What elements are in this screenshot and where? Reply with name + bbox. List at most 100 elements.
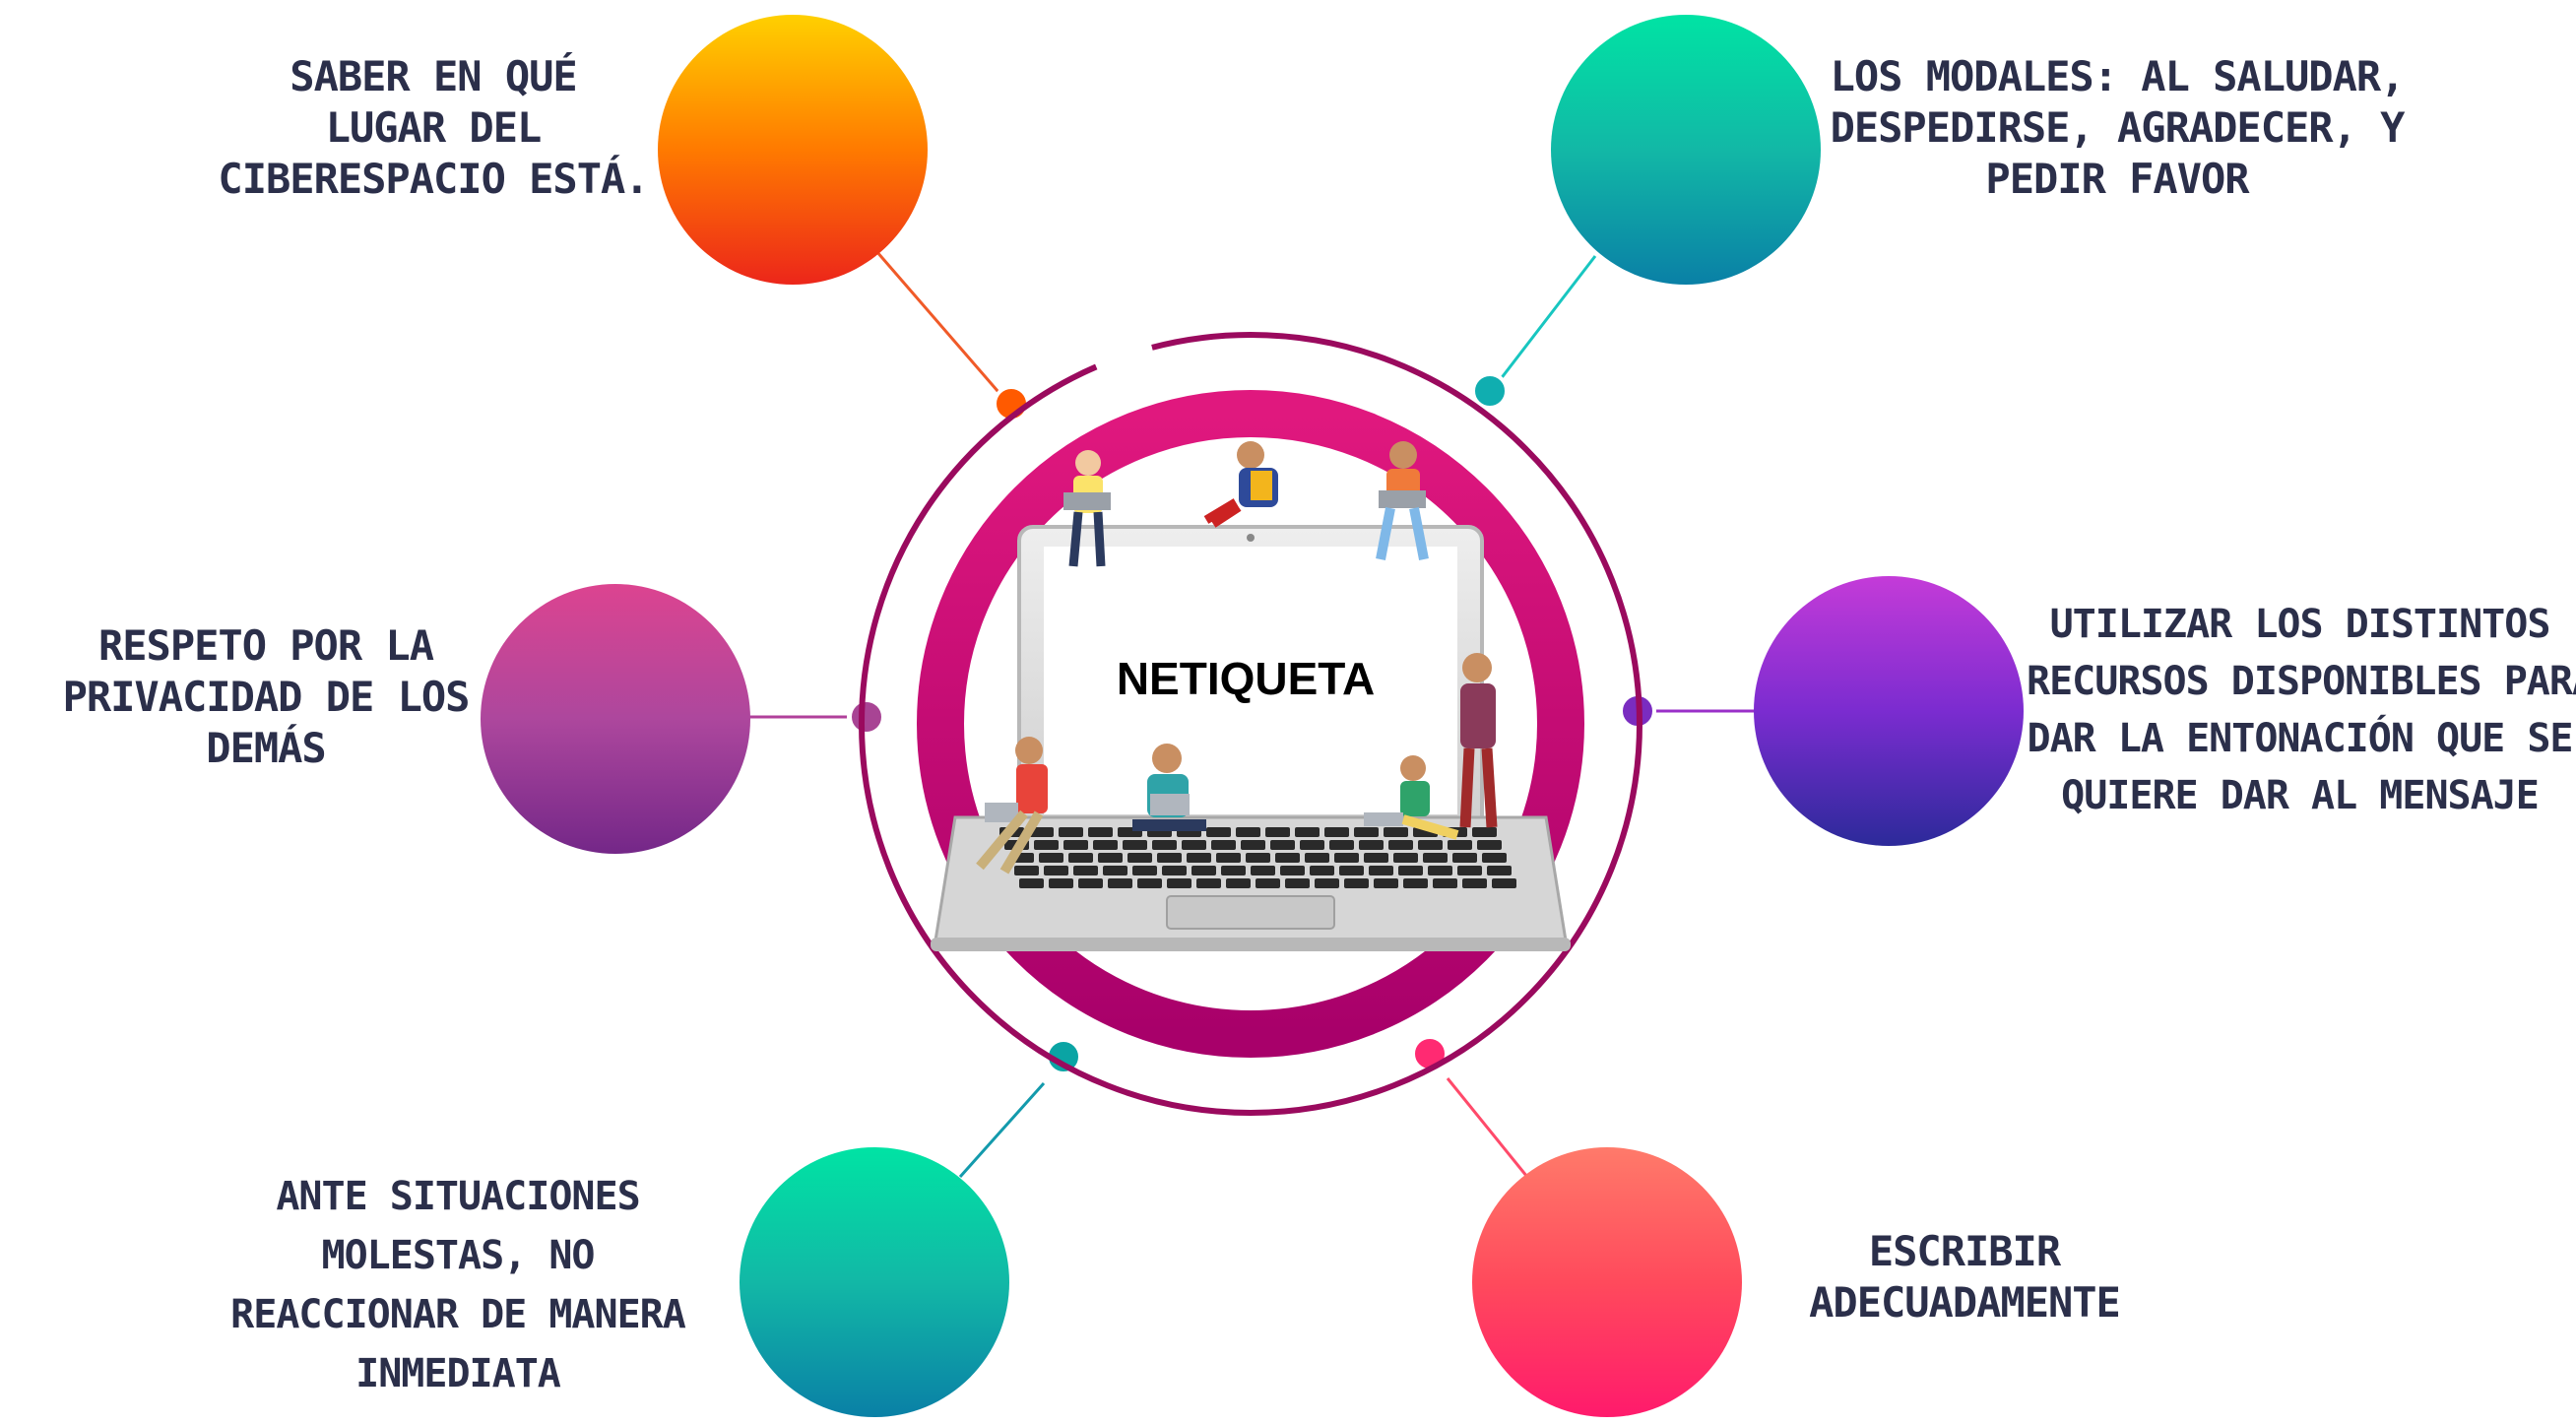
keyboard-key [1315, 878, 1339, 888]
keyboard-key [1162, 866, 1187, 875]
center-rings [859, 332, 1642, 1116]
keyboard-key [1196, 878, 1221, 888]
keyboard-key [1433, 878, 1457, 888]
keyboard-key [1049, 878, 1073, 888]
person-figure [1132, 744, 1206, 831]
keyboard-key [1364, 853, 1388, 863]
keyboard-key [1305, 853, 1329, 863]
keyboard-key [1388, 840, 1413, 850]
keyboard-key [1236, 827, 1260, 837]
keyboard-key [1295, 827, 1320, 837]
person-figure [1203, 441, 1278, 528]
keyboard-key [1324, 827, 1349, 837]
person-figure [1459, 653, 1498, 828]
keyboard-key [1088, 827, 1113, 837]
keyboard-key [1448, 840, 1472, 850]
connector-dot [1471, 372, 1509, 410]
keyboard-key [1285, 878, 1310, 888]
keyboard-key [1132, 866, 1157, 875]
keyboard-key [1457, 866, 1482, 875]
keyboard-key [1251, 866, 1275, 875]
people-illustration [976, 441, 1498, 874]
item-bottom-left [251, 1038, 1082, 1418]
keyboard-key [1492, 878, 1516, 888]
keyboard [999, 827, 1516, 888]
keyboard-key [1423, 853, 1448, 863]
keyboard-key [1334, 853, 1359, 863]
keyboard-key [1487, 866, 1512, 875]
keyboard-key [1398, 866, 1423, 875]
keyboard-key [1108, 878, 1132, 888]
keyboard-key [1182, 840, 1206, 850]
keyboard-key [1418, 840, 1443, 850]
item-bottom-right [1411, 1035, 2227, 1418]
label-top-right: LOS MODALES: AL SALUDAR, DESPEDIRSE, AGR… [1830, 52, 2406, 204]
keyboard-key [1059, 827, 1083, 837]
keyboard-key [1374, 878, 1398, 888]
keyboard-key [1211, 840, 1236, 850]
keyboard-key [1039, 853, 1063, 863]
teal-bubble [1551, 15, 1821, 285]
keyboard-key [1206, 827, 1231, 837]
item-top-left [172, 13, 1030, 422]
keyboard-key [1482, 853, 1507, 863]
keyboard-key [1384, 827, 1408, 837]
keyboard-key [1246, 853, 1270, 863]
keyboard-key [1098, 853, 1123, 863]
keyboard-key [1191, 866, 1216, 875]
keyboard-key [1068, 853, 1093, 863]
keyboard-key [1127, 853, 1152, 863]
keyboard-key [1256, 878, 1280, 888]
keyboard-key [1270, 840, 1295, 850]
keyboard-key [1477, 840, 1502, 850]
laptop-illustration [931, 525, 1571, 951]
connector-dot [848, 698, 885, 736]
keyboard-key [1300, 840, 1324, 850]
label-middle-right: UTILIZAR LOS DISTINTOS RECURSOS DISPONIB… [2027, 602, 2576, 818]
coral-bubble [1472, 1147, 1742, 1417]
keyboard-key [1029, 827, 1054, 837]
label-middle-left: RESPETO POR LA PRIVACIDAD DE LOS DEMÁS [62, 621, 471, 773]
keyboard-key [1152, 840, 1177, 850]
keyboard-key [1265, 827, 1290, 837]
keyboard-key [1063, 840, 1088, 850]
keyboard-key [1073, 866, 1098, 875]
person-figure [1376, 441, 1429, 560]
keyboard-key [1167, 878, 1191, 888]
keyboard-key [1019, 878, 1044, 888]
keyboard-key [1044, 866, 1068, 875]
keyboard-key [1344, 878, 1369, 888]
purple-bubble [1754, 576, 2024, 846]
keyboard-key [1216, 853, 1241, 863]
keyboard-key [1093, 840, 1118, 850]
keyboard-key [1393, 853, 1418, 863]
keyboard-key [1137, 878, 1162, 888]
keyboard-key [1241, 840, 1265, 850]
magenta-bubble [481, 584, 750, 854]
keyboard-key [1359, 840, 1384, 850]
keyboard-key [1275, 853, 1300, 863]
person-figure [1364, 755, 1459, 840]
keyboard-key [1157, 853, 1182, 863]
keyboard-key [1187, 853, 1211, 863]
keyboard-key [1103, 866, 1127, 875]
person-figure [1063, 450, 1111, 567]
teal-bubble [740, 1147, 1009, 1417]
keyboard-key [1329, 840, 1354, 850]
label-top-left: SABER EN QUÉ LUGAR DEL CIBERESPACIO ESTÁ… [218, 52, 649, 204]
keyboard-key [1034, 840, 1059, 850]
center-title: NETIQUETA [1117, 653, 1375, 704]
keyboard-key [1462, 878, 1487, 888]
keyboard-key [1221, 866, 1246, 875]
person-figure [976, 737, 1048, 874]
keyboard-key [1280, 866, 1305, 875]
keyboard-key [1452, 853, 1477, 863]
keyboard-key [1226, 878, 1251, 888]
item-middle-left [20, 582, 885, 856]
keyboard-key [1310, 866, 1334, 875]
keyboard-key [1339, 866, 1364, 875]
label-bottom-left: ANTE SITUACIONES MOLESTAS, NO REACCIONAR… [230, 1174, 686, 1396]
keyboard-key [1369, 866, 1393, 875]
